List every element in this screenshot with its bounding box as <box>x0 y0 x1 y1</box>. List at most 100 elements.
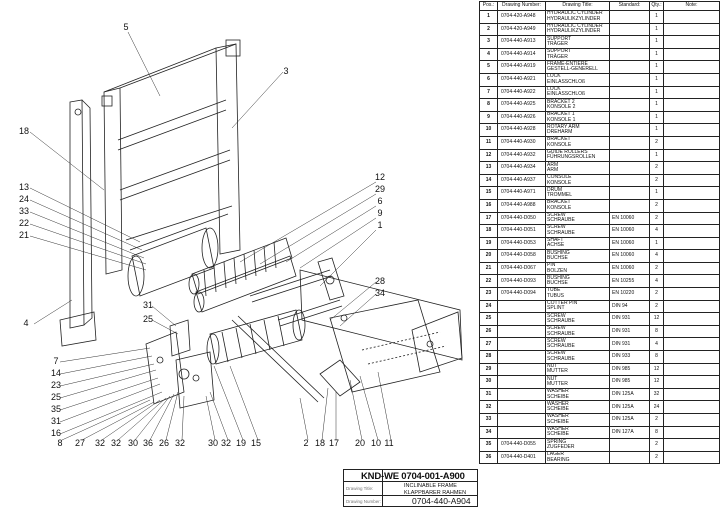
callout-number: 12 <box>375 172 385 182</box>
bom-note <box>663 110 720 125</box>
bom-note <box>663 362 720 377</box>
bom-title-line: BRACKET <box>547 136 571 143</box>
bom-title-line: SCREW <box>547 337 566 344</box>
bom-header-standard: Standard: <box>609 1 650 11</box>
drum-upper <box>127 227 219 297</box>
bom-qty: 2 <box>649 413 664 427</box>
bom-note <box>663 337 720 352</box>
bom-pos: 18 <box>479 224 498 238</box>
bom-drawing-number: 0704-440-A914 <box>497 47 546 62</box>
callout-number: 31 <box>143 300 153 310</box>
bom-note <box>663 85 720 100</box>
callout-numbers: 5318132433222141229691283431257142325353… <box>19 22 394 448</box>
bom-note <box>663 198 720 213</box>
bom-note <box>663 287 720 301</box>
bill-of-materials-table: Pos.: Drawing Number: Drawing Title: Sta… <box>479 1 720 465</box>
bom-standard: DIN 127A <box>609 425 650 440</box>
bom-title-line: SUPPORT <box>547 35 572 42</box>
callout-number: 31 <box>51 416 61 426</box>
bom-pos: 6 <box>479 72 498 87</box>
bom-title-line: SCHRAUBE <box>547 229 575 236</box>
bom-header-row: Pos.: Drawing Number: Drawing Title: Sta… <box>479 1 720 11</box>
bom-title-line: EINLASSCHLOß <box>547 91 586 98</box>
bom-qty: 1 <box>649 148 664 163</box>
bom-title-line: BRACKET <box>547 199 571 206</box>
bom-note <box>663 400 720 414</box>
bom-qty: 8 <box>649 425 664 440</box>
bom-note <box>663 274 720 289</box>
bom-drawing-number <box>497 299 546 314</box>
bom-standard <box>609 173 650 188</box>
callout-number: 18 <box>19 126 29 136</box>
bom-qty: 8 <box>649 324 664 339</box>
bom-note <box>663 211 720 226</box>
bom-title-line: BUSHING <box>547 274 570 281</box>
bom-standard: DIN 931 <box>609 312 650 326</box>
bom-title-line: SCHRAUBE <box>547 217 575 224</box>
bom-note <box>663 375 720 389</box>
bom-header-note: Note: <box>663 1 720 11</box>
bom-pos: 2 <box>479 22 498 37</box>
bom-qty: 1 <box>649 85 664 100</box>
bom-title-line: SCHEIBE <box>547 406 569 413</box>
bom-drawing-number: 0704-440-D050 <box>497 211 546 226</box>
bom-title-line: ZUGFEDER <box>547 443 575 450</box>
bom-standard: DIN 985 <box>609 362 650 377</box>
bom-standard <box>609 85 650 100</box>
bom-title-line: SPRING <box>547 438 567 445</box>
bom-standard: DIN 933 <box>609 350 650 364</box>
bom-title-line: TRÄGER <box>547 53 568 60</box>
exploded-assembly-drawing: 5318132433222141229691283431257142325353… <box>19 22 463 448</box>
bom-title-line: BEARING <box>547 456 570 463</box>
bom-note <box>663 60 720 74</box>
bom-qty: 1 <box>649 47 664 62</box>
bom-title-line: FÜHRUNGSROLLEN <box>547 154 596 161</box>
bom-header-pos: Pos.: <box>479 1 498 11</box>
bom-note <box>663 173 720 188</box>
bom-drawing-number: 0704-440-A913 <box>497 35 546 49</box>
bom-qty: 2 <box>649 211 664 226</box>
bom-standard <box>609 438 650 452</box>
bom-qty: 4 <box>649 274 664 289</box>
bom-qty: 1 <box>649 72 664 87</box>
bom-pos: 12 <box>479 148 498 163</box>
bom-pos: 8 <box>479 98 498 112</box>
bom-qty: 2 <box>649 287 664 301</box>
title-block-labels: Drawing Title: Drawing Number: <box>344 470 383 506</box>
bom-qty: 4 <box>649 249 664 263</box>
callout-number: 3 <box>283 66 288 76</box>
bom-note <box>663 186 720 200</box>
bom-note <box>663 98 720 112</box>
bom-qty: 2 <box>649 161 664 175</box>
bom-standard <box>609 161 650 175</box>
callout-number: 32 <box>221 438 231 448</box>
callout-number: 11 <box>384 438 393 448</box>
bom-pos: 25 <box>479 312 498 326</box>
bom-pos: 26 <box>479 324 498 339</box>
bom-standard <box>609 110 650 125</box>
drawing-title-label: Drawing Title: <box>346 486 374 491</box>
callout-number: 25 <box>51 392 61 402</box>
bom-drawing-number: 0704-420-A948 <box>497 10 546 24</box>
bom-title-line: ARM <box>547 161 559 168</box>
bom-pos: 13 <box>479 161 498 175</box>
bom-title-line: DREHARM <box>547 129 573 136</box>
bom-standard: EN 10255 <box>609 274 650 289</box>
bom-drawing-number: 0704-440-A932 <box>497 148 546 163</box>
